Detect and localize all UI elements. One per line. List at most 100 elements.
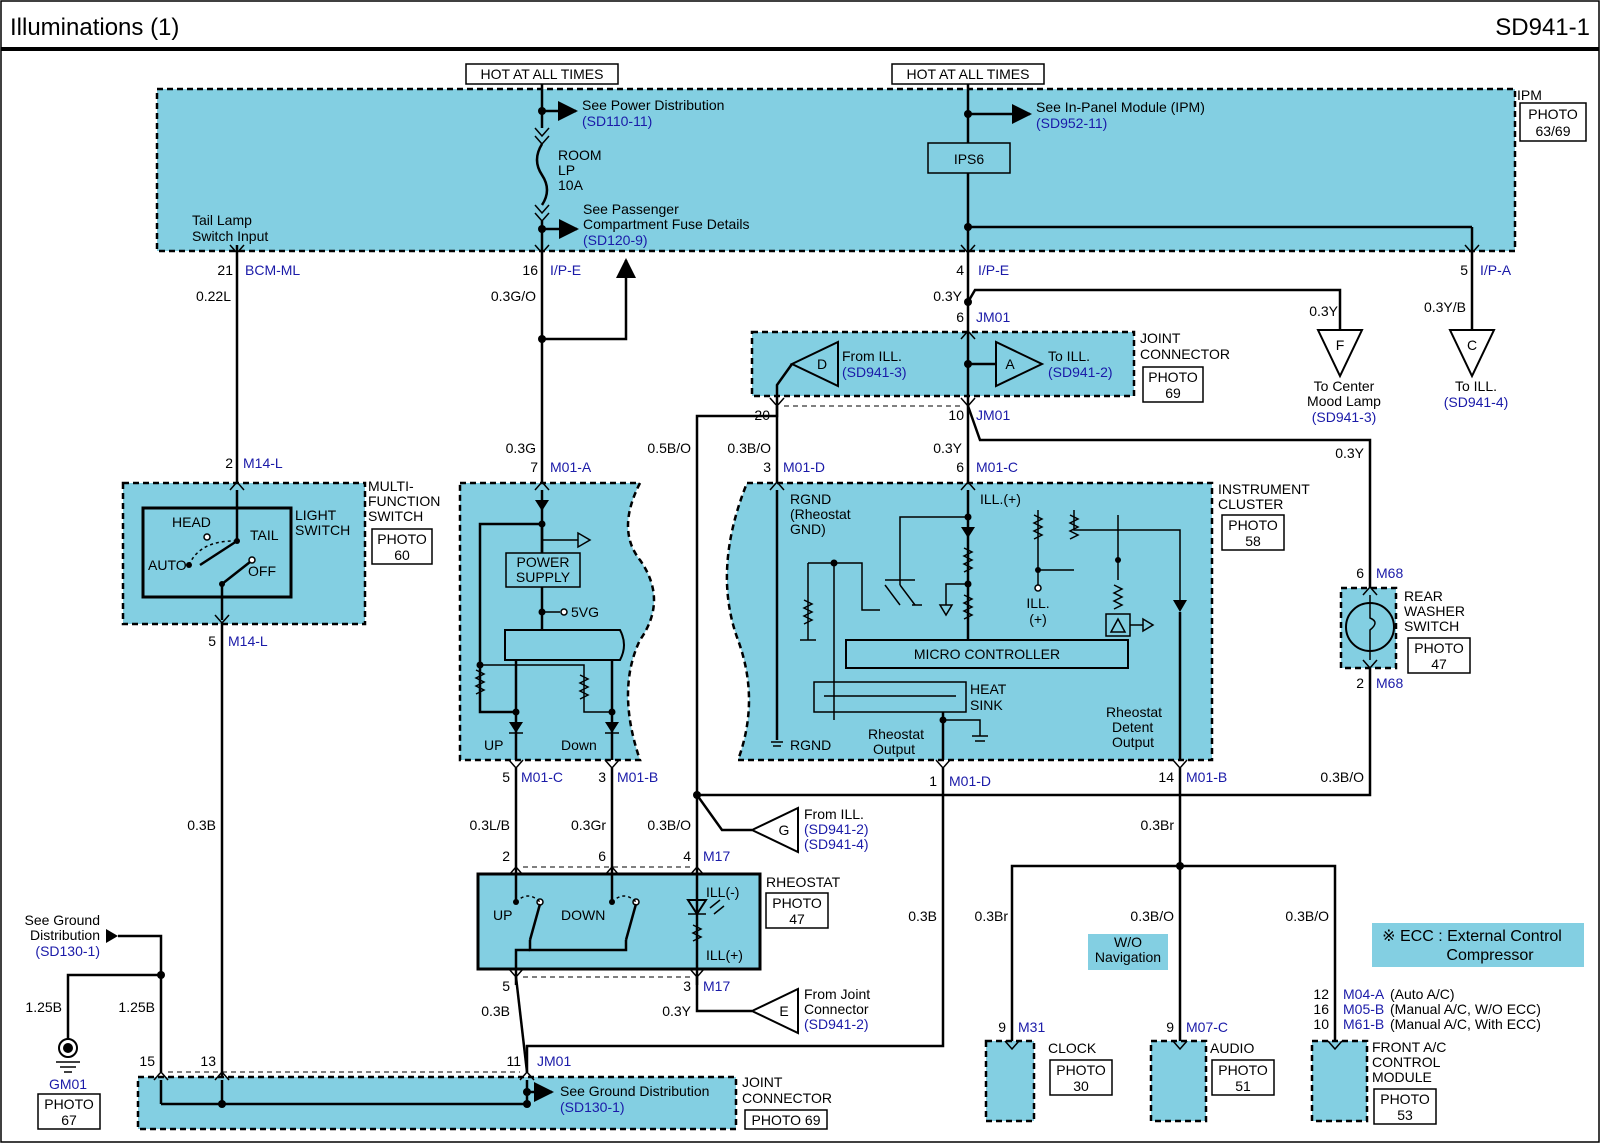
ps-ic-block xyxy=(504,629,625,661)
rh-led-rays xyxy=(709,899,725,915)
pin-10: 10 xyxy=(948,407,964,423)
rh-illp: ILL(+) xyxy=(706,947,743,963)
fac-label-1: FRONT A/C xyxy=(1372,1039,1446,1055)
ic-transistor-2 xyxy=(884,584,901,606)
to-a-ref: (SD941-2) xyxy=(1048,364,1113,380)
rheostat-photo-num: 47 xyxy=(789,911,805,927)
pin-jm01-mid: JM01 xyxy=(976,407,1010,423)
wire-125b-label-2: 1.25B xyxy=(118,999,155,1015)
joint-top-photo-num: 69 xyxy=(1165,385,1181,401)
ps-ground-symbol xyxy=(577,531,592,549)
fuse-label-3: 10A xyxy=(558,177,584,193)
joint-top-photo-word: PHOTO xyxy=(1148,369,1198,385)
rh-down-arc xyxy=(611,895,637,903)
fac-photo-box xyxy=(1373,1088,1437,1125)
center-mood-1: To Center xyxy=(1314,378,1375,394)
ic-photo-box xyxy=(1221,514,1285,551)
audio-module xyxy=(1149,1039,1208,1123)
gnd-ref-2: Distribution xyxy=(30,927,100,943)
ic-rd-1: Rheostat xyxy=(1106,704,1162,720)
pin-6-jm01: 6 xyxy=(956,309,964,325)
ic-rgnd-2: (Rheostat xyxy=(790,506,851,522)
ls-label-2: SWITCH xyxy=(295,522,350,538)
audio-name: AUDIO xyxy=(1210,1040,1254,1056)
pin-3-m17: 3 xyxy=(683,978,691,994)
conn-e-label: E xyxy=(779,1003,788,1019)
splice-dot xyxy=(608,708,616,716)
wire-03b-rheo-label: 0.3B xyxy=(481,1003,510,1019)
wire-05bo-label: 0.5B/O xyxy=(647,440,691,456)
ecc-note-1: ※ ECC : External Control xyxy=(1382,928,1562,945)
wire-to-center-mood xyxy=(966,288,1342,330)
fac-note-3: (Manual A/C, With ECC) xyxy=(1390,1016,1541,1032)
wire-03br-bus xyxy=(1010,864,1337,1041)
wire-03gr-label: 0.3Gr xyxy=(571,817,606,833)
gm01-photo-box xyxy=(37,1093,101,1130)
gnd-ref-arrow xyxy=(106,929,118,943)
instrument-cluster-module xyxy=(725,481,1214,762)
pin-m04a: M04-A xyxy=(1343,986,1385,1002)
jb-photo-box xyxy=(744,1109,828,1130)
wire-03b-mid-label: 0.3B xyxy=(908,908,937,924)
to-ill-c-1: To ILL. xyxy=(1455,378,1497,394)
ic-rgnd-3: GND) xyxy=(790,521,826,537)
ls-arc xyxy=(188,540,238,566)
pin-jm01-bottom: JM01 xyxy=(537,1053,571,1069)
pin-13: 13 xyxy=(200,1053,216,1069)
jb-label-1: JOINT xyxy=(742,1074,783,1090)
pin-2-m68: 2 xyxy=(1356,675,1364,691)
jb-photo: PHOTO 69 xyxy=(752,1112,821,1128)
conn-m17-4 xyxy=(689,865,705,876)
fac-photo-word: PHOTO xyxy=(1380,1091,1430,1107)
pin-m14l-top: M14-L xyxy=(243,455,283,471)
ic-resistor-2 xyxy=(962,594,974,620)
wire-03br-clock-label: 0.3Br xyxy=(975,908,1009,924)
rws-photo-word: PHOTO xyxy=(1414,640,1464,656)
joint-top-label-1: JOINT xyxy=(1140,330,1181,346)
conn-d-triangle xyxy=(789,340,839,388)
ic-photo-num: 58 xyxy=(1245,533,1261,549)
pin-7: 7 xyxy=(530,459,538,475)
mfs-photo-num: 60 xyxy=(394,547,410,563)
ic-ill-2: (+) xyxy=(1029,611,1047,627)
power-supply-box xyxy=(505,552,581,588)
wire-gnd-ref xyxy=(118,934,163,975)
ic-right-net xyxy=(1073,510,1181,600)
heat-sink-box xyxy=(813,681,967,713)
conn-c-label: C xyxy=(1467,337,1477,353)
ic-to-transistor xyxy=(899,516,968,585)
ps-label-1: POWER xyxy=(517,554,570,570)
pin-5-m01c: 5 xyxy=(502,769,510,785)
conn-m01a xyxy=(534,480,550,491)
rws-filament xyxy=(1369,595,1376,660)
front-ac-module xyxy=(1310,1039,1369,1123)
from-g-ref-2: (SD941-4) xyxy=(804,836,869,852)
wire-022l-label: 0.22L xyxy=(196,288,231,304)
ic-resistor-1 xyxy=(962,547,974,573)
pin-m01d-top: M01-D xyxy=(783,459,825,475)
ps-diode xyxy=(535,500,549,511)
conn-jb-15 xyxy=(153,1070,169,1081)
conn-m01c-top xyxy=(960,480,976,491)
ls-tail: TAIL xyxy=(250,527,279,543)
pin-9-clock: 9 xyxy=(998,1019,1006,1035)
pin-bcm: BCM-ML xyxy=(245,262,300,278)
ps-left-rail xyxy=(478,522,542,665)
wire-03bo-bus xyxy=(697,668,1372,797)
rh-up-blade xyxy=(528,903,542,941)
conn-jb-11 xyxy=(519,1070,535,1081)
rws-label-2: WASHER xyxy=(1404,603,1465,619)
pin-5-m14l: 5 xyxy=(208,633,216,649)
mfs-photo-box xyxy=(371,528,433,565)
ic-resistor-5 xyxy=(1068,514,1080,540)
wire-03y-top-label: 0.3Y xyxy=(933,288,962,304)
ipm-module xyxy=(155,87,1517,253)
wo-nav-2: Navigation xyxy=(1095,949,1161,965)
conn-a-triangle xyxy=(995,340,1045,388)
mfs-photo-word: PHOTO xyxy=(377,531,427,547)
joint-top-label-2: CONNECTOR xyxy=(1140,346,1230,362)
from-g-label: From ILL. xyxy=(804,806,864,822)
ls-off: OFF xyxy=(248,563,276,579)
wire-03b-left-label: 0.3B xyxy=(187,817,216,833)
